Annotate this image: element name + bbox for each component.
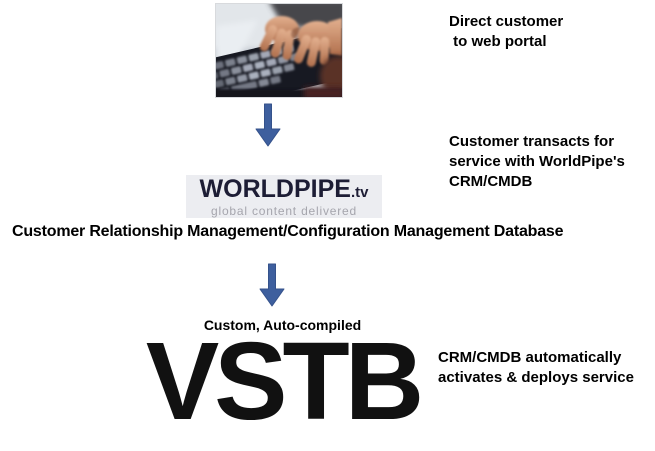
hands-typing-photo [215,3,343,98]
vstb-title: VSTB [145,320,424,443]
worldpipe-tagline: global content delivered [211,204,357,218]
down-arrow-icon [259,263,285,307]
worldpipe-brand-text: WORLDPIPE [199,175,351,203]
worldpipe-logo: WORLDPIPE.tv global content delivered [186,175,382,218]
annotation-direct-customer: Direct customer to web portal [449,13,564,50]
vstb-caption: Custom, Auto-compiled [203,317,362,333]
worldpipe-logo-wordmark: WORLDPIPE.tv [200,177,369,202]
annotation-customer-transacts: Customer transacts for service with Worl… [449,133,625,190]
down-arrow-shape [259,263,285,307]
keyboard-photo-illustration [216,4,342,97]
worldpipe-tld-text: .tv [350,184,369,201]
crm-cmdb-full-name: Customer Relationship Management/Configu… [12,223,564,240]
annotation-crm-deploys: CRM/CMDB automatically activates & deplo… [438,349,634,386]
down-arrow-shape [255,103,281,147]
down-arrow-icon [255,103,281,147]
